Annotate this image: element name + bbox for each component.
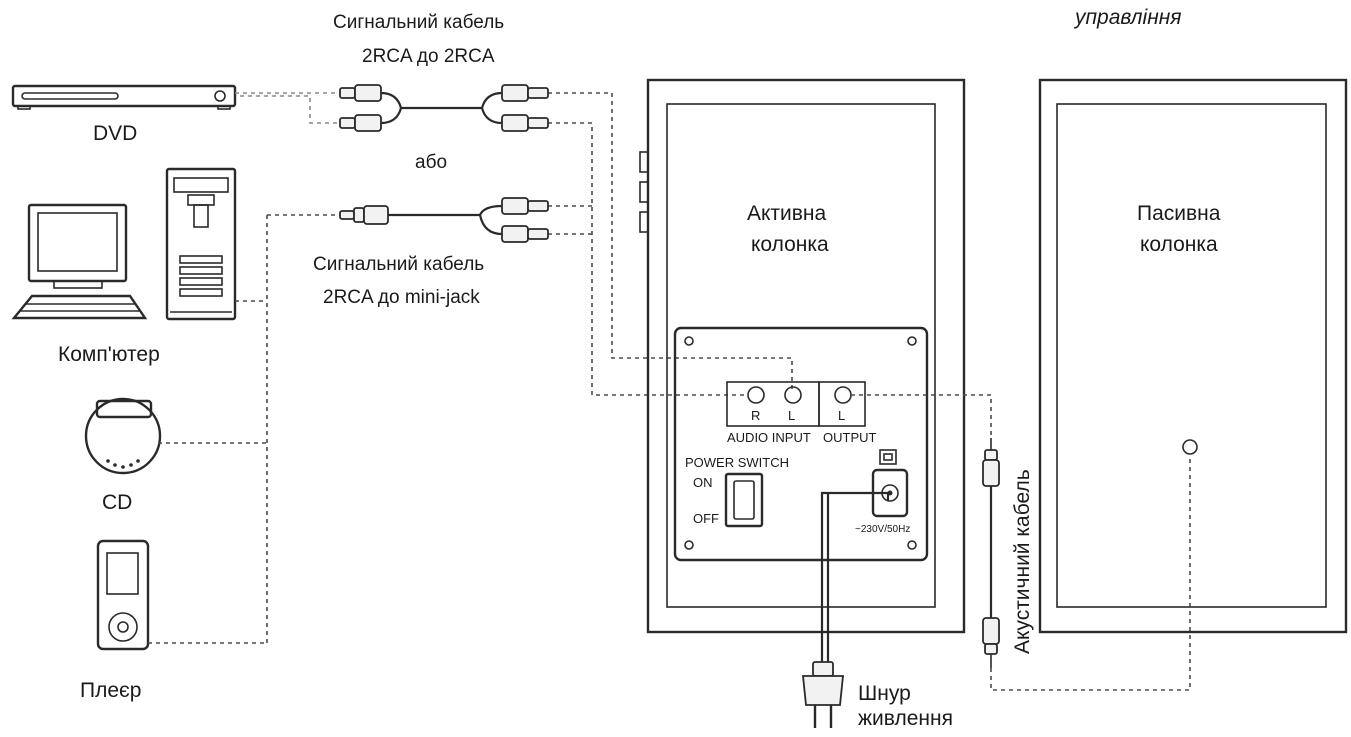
dvd-label: DVD — [93, 122, 137, 145]
portable-player-icon — [96, 539, 150, 651]
rca-cable-label-line2: 2RCA до 2RCA — [362, 46, 495, 67]
output-jack-l-label: L — [838, 408, 845, 423]
rca-to-minijack-cable-icon — [339, 197, 549, 243]
cd-player-icon — [84, 397, 162, 475]
audio-input-r-jack — [747, 386, 765, 404]
dvd-player-icon — [11, 84, 237, 110]
passive-speaker-label-line1: Пасивна — [1137, 202, 1221, 225]
rca-to-rca-cable-icon — [339, 84, 549, 132]
cd-label: CD — [102, 491, 132, 514]
passive-speaker — [1038, 78, 1348, 634]
rear-panel — [673, 326, 929, 562]
audio-input-l-jack — [784, 386, 802, 404]
acoustic-cable-label: Акустичний кабель — [1011, 469, 1034, 654]
power-off-label: OFF — [693, 511, 719, 526]
audio-input-label: AUDIO INPUT — [727, 430, 811, 445]
power-on-label: ON — [693, 475, 713, 490]
rca-cable-label-line1: Сигнальний кабель — [333, 12, 504, 33]
power-switch-label: POWER SWITCH — [685, 455, 789, 470]
source-dashed-lines — [148, 92, 793, 644]
computer-tower-icon — [165, 167, 237, 321]
minijack-cable-label-line1: Сигнальний кабель — [313, 254, 484, 275]
output-l-jack — [834, 386, 852, 404]
passive-speaker-terminal — [1182, 439, 1198, 455]
computer-monitor-icon — [11, 203, 148, 320]
header-partial-text: управління — [1073, 6, 1182, 29]
active-speaker-label-line2: колонка — [751, 233, 829, 256]
fuse-icon — [879, 449, 897, 465]
jack-l-label: L — [788, 408, 795, 423]
active-speaker-label-line1: Активна — [747, 202, 827, 225]
power-cord-label-line1: Шнур — [858, 682, 911, 705]
passive-speaker-label-line2: колонка — [1140, 233, 1218, 256]
player-label: Плеєр — [80, 679, 141, 702]
power-cord-icon — [802, 491, 890, 728]
minijack-cable-label-line2: 2RCA до mini-jack — [323, 287, 480, 308]
active-speaker — [639, 78, 966, 634]
output-label: OUTPUT — [823, 430, 877, 445]
voltage-label: ~230V/50Hz — [855, 524, 910, 535]
or-label: або — [415, 152, 447, 173]
computer-label: Комп'ютер — [58, 343, 160, 366]
jack-r-label: R — [751, 408, 760, 423]
power-cord-label-line2: живлення — [858, 707, 953, 730]
power-switch[interactable] — [724, 472, 764, 528]
acoustic-cable-icon — [851, 394, 1191, 691]
